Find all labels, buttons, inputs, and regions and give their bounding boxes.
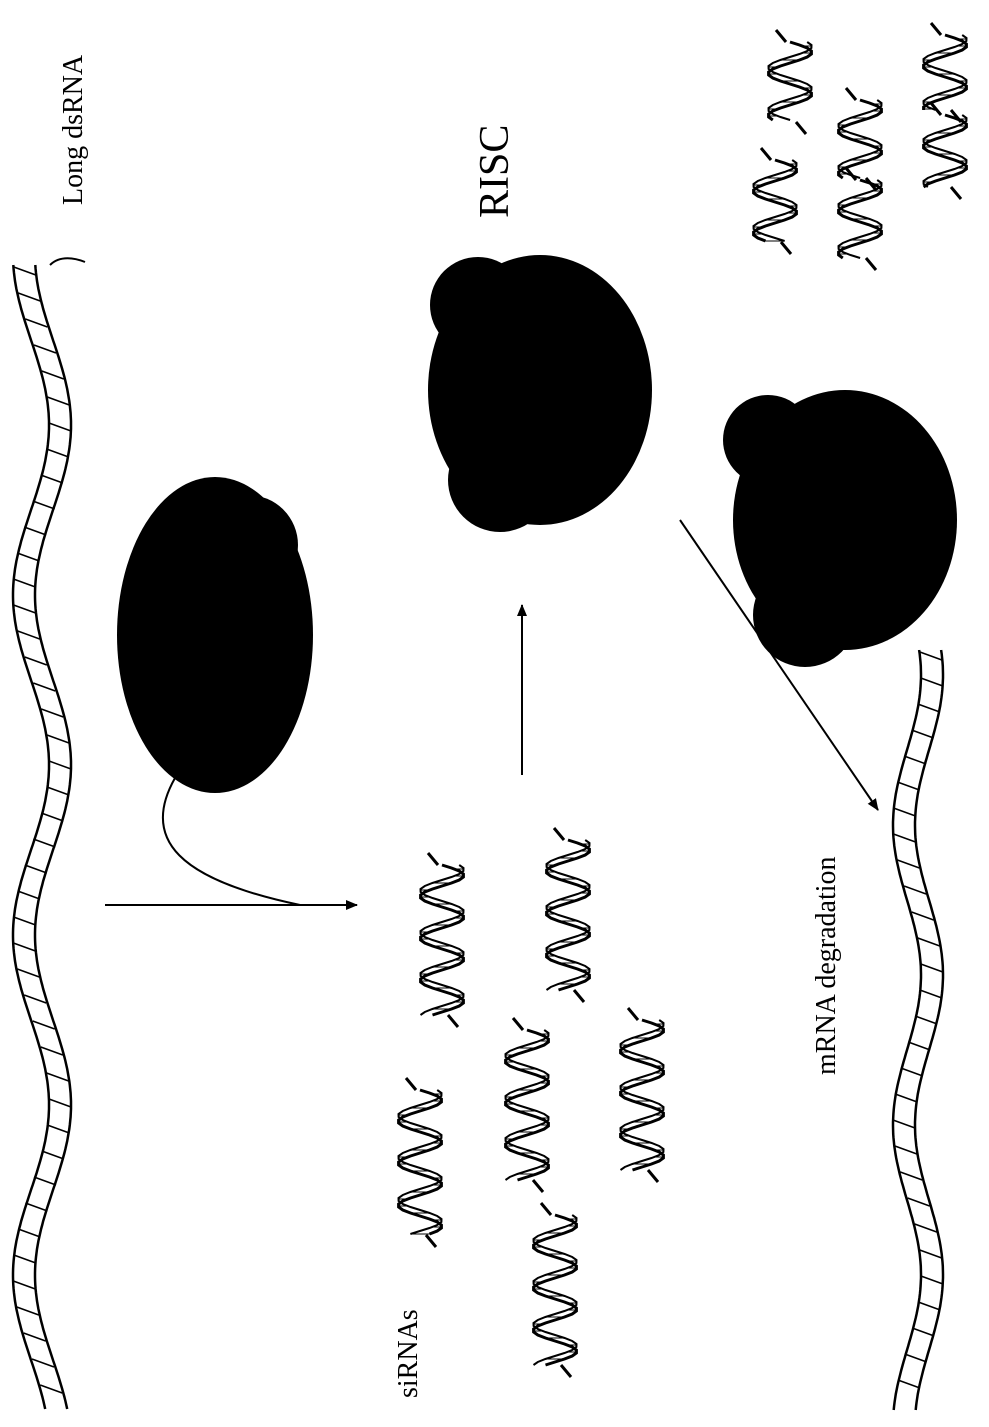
risc-complex: [428, 255, 652, 532]
label-long-dsrna: Long dsRNA: [58, 54, 89, 205]
sirna-group: [398, 828, 664, 1377]
dicer-cleavage-curve: [163, 778, 300, 905]
degraded-fragment-group: [753, 23, 967, 270]
label-sirnas: siRNAs: [393, 1309, 424, 1398]
risc-mrna-complex: [723, 390, 957, 667]
mrna-strand: [893, 650, 943, 1410]
dicer-enzyme: [117, 477, 313, 793]
label-risc: RISC: [472, 125, 518, 218]
long-dsrna-strand: [13, 258, 85, 1409]
label-mrna-degradation: mRNA degradation: [811, 856, 842, 1075]
